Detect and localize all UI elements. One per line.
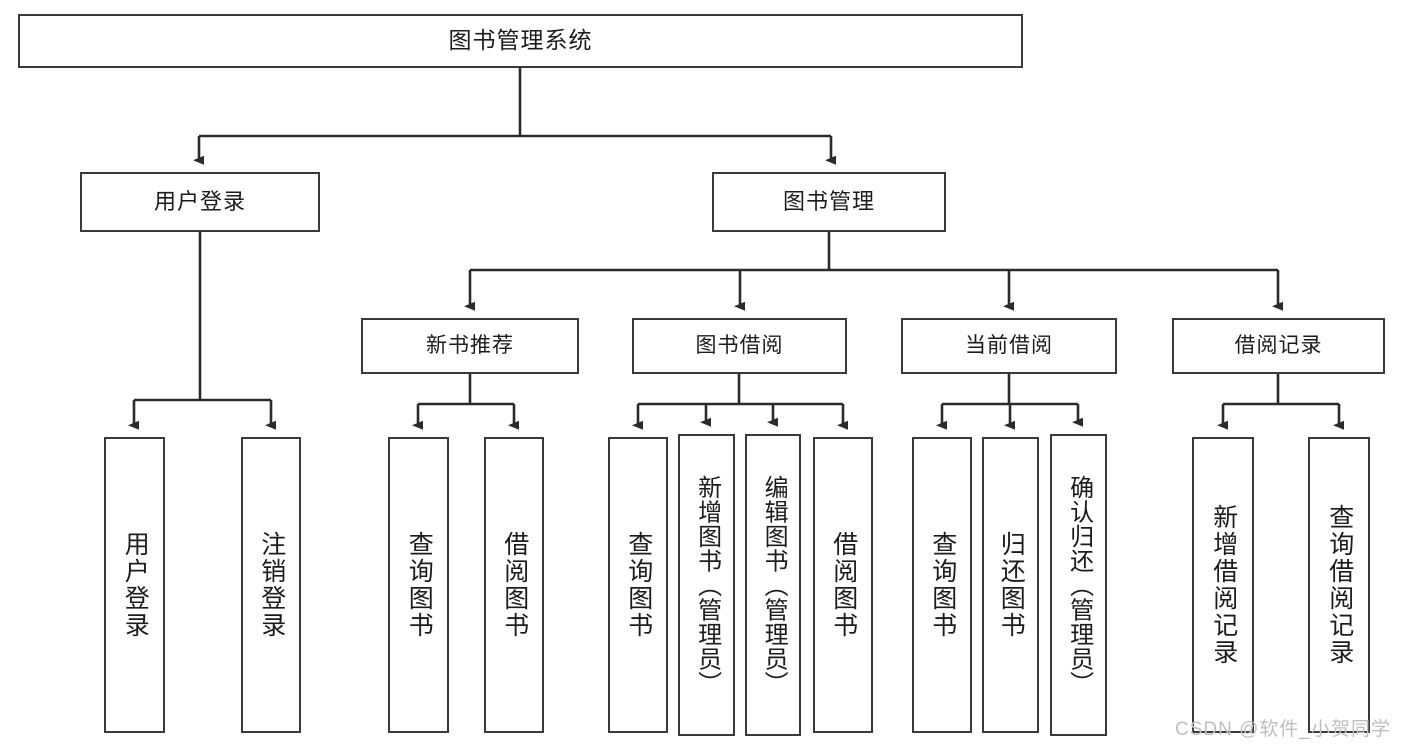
node-label: 图书借阅 [695,334,784,358]
watermark: CSDN @软件_小贺同学 [1175,719,1391,740]
node-label: 用户登录 [153,188,246,214]
leaf-edit-book-admin[interactable]: 编辑图书（管理员） [745,434,801,736]
leaf-borrow-book[interactable]: 借阅图书 [813,437,873,733]
node-label: 新增借阅记录 [1209,504,1238,666]
leaf-add-borrow-record[interactable]: 新增借阅记录 [1192,437,1254,733]
node-label: 查询图书 [928,531,957,639]
node-label: 借阅记录 [1234,334,1323,358]
node-current-borrow[interactable]: 当前借阅 [901,318,1117,374]
leaf-query-borrow-record[interactable]: 查询借阅记录 [1308,437,1370,733]
node-label: 新增图书（管理员） [693,474,721,696]
node-label: 查询借阅记录 [1325,504,1354,666]
node-label: 新书推荐 [426,334,514,358]
leaf-confirm-return-admin[interactable]: 确认归还（管理员） [1050,434,1107,736]
node-label: 借阅图书 [500,531,529,639]
node-label: 注销登录 [257,531,286,639]
leaf-user-login[interactable]: 用户登录 [104,437,165,733]
leaf-query-book-borrow[interactable]: 查询图书 [608,437,668,733]
node-new-book-recommend[interactable]: 新书推荐 [361,318,579,374]
leaf-borrow-book-newbook[interactable]: 借阅图书 [484,437,544,733]
node-label: 当前借阅 [965,334,1053,358]
node-book-borrow[interactable]: 图书借阅 [632,318,847,374]
node-label: 用户登录 [121,531,150,639]
leaf-query-book-newbook[interactable]: 查询图书 [388,437,449,733]
node-label: 查询图书 [405,531,434,639]
node-user-login[interactable]: 用户登录 [80,172,320,232]
leaf-add-book-admin[interactable]: 新增图书（管理员） [678,434,735,736]
node-label: 归还图书 [997,531,1026,639]
node-label: 编辑图书（管理员） [760,474,788,696]
node-label: 确认归还（管理员） [1065,474,1093,696]
node-label: 查询图书 [624,531,653,639]
leaf-return-book[interactable]: 归还图书 [982,437,1039,733]
node-label: 借阅图书 [829,531,858,639]
node-label: 图书管理系统 [448,27,593,54]
leaf-query-book-current[interactable]: 查询图书 [912,437,972,733]
node-book-management[interactable]: 图书管理 [712,172,946,232]
node-root-system[interactable]: 图书管理系统 [18,14,1023,68]
node-borrow-record[interactable]: 借阅记录 [1172,318,1385,374]
leaf-logout[interactable]: 注销登录 [241,437,301,733]
node-label: 图书管理 [782,188,875,214]
